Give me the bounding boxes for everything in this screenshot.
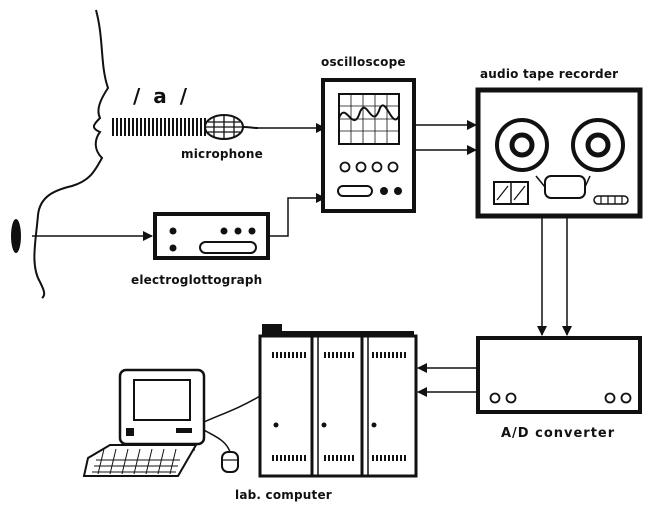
lab-computer-cabinet <box>260 324 416 476</box>
phoneme-label: / a / <box>133 84 190 108</box>
electroglottograph-label: electroglottograph <box>131 273 262 287</box>
egg-to-scope-line <box>268 198 325 236</box>
mouse-icon <box>204 430 238 472</box>
electrode <box>11 219 21 253</box>
microphone-icon <box>205 115 258 139</box>
electroglottograph-unit <box>155 214 268 258</box>
audio-tape-recorder-unit <box>478 90 640 216</box>
ad-converter-unit <box>478 338 640 412</box>
oscilloscope-unit <box>323 80 414 211</box>
sound-wave <box>112 118 206 136</box>
ad-converter-label: A/D converter <box>501 426 615 441</box>
cabinet-to-pc-cable <box>204 396 260 422</box>
audio-tape-recorder-label: audio tape recorder <box>480 67 618 81</box>
desktop-computer-icon <box>84 370 204 476</box>
face-profile <box>34 10 108 298</box>
lab-computer-label: lab. computer <box>235 488 332 502</box>
oscilloscope-label: oscilloscope <box>321 55 406 69</box>
microphone-label: microphone <box>181 147 263 161</box>
